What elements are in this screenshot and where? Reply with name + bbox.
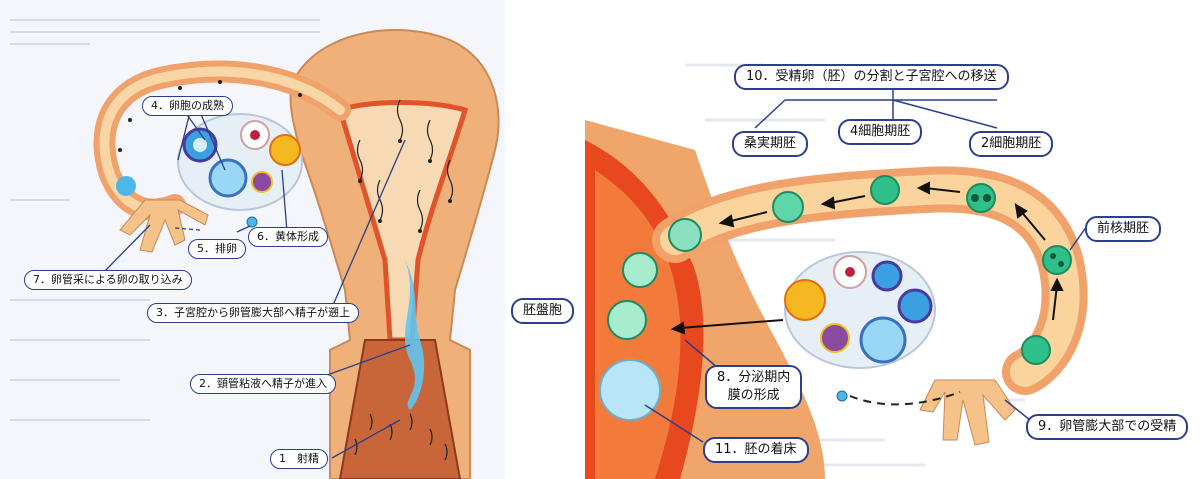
label-implantation: 11．胚の着床	[703, 437, 809, 463]
label-pronuclear: 前核期胚	[1085, 216, 1161, 242]
label-sperm-mucus: 2．頸管粘液へ精子が進入	[190, 374, 336, 394]
label-two-cell: 2細胞期胚	[969, 131, 1053, 157]
label-secretory-endometrium: 8．分泌期内 膜の形成	[705, 365, 802, 409]
label-corpus-luteum: 6．黄体形成	[248, 227, 328, 247]
label-egg-pickup: 7．卵管采による卵の取り込み	[24, 270, 192, 290]
ovulated-egg	[837, 391, 847, 401]
egg-in-tube	[116, 176, 136, 196]
label-four-cell: 4細胞期胚	[838, 119, 922, 145]
fimbriae	[920, 380, 1015, 445]
label-blastocyst: 胚盤胞	[511, 298, 574, 324]
label-ovulation: 5．排卵	[188, 239, 246, 259]
label-follicle-maturation: 4．卵胞の成熟	[142, 96, 233, 116]
label-morula: 桑実期胚	[732, 131, 808, 157]
label-ejaculation: 1 射精	[270, 449, 328, 469]
label-embryo-cleavage: 10．受精卵（胚）の分割と子宮腔への移送	[734, 64, 1009, 90]
left-panel-uterus-diagram: 4．卵胞の成熟 5．排卵 6．黄体形成 7．卵管采による卵の取り込み 3．子宮腔…	[0, 0, 505, 479]
ovulated-egg	[247, 217, 257, 227]
right-panel-fertilization-diagram: 10．受精卵（胚）の分割と子宮腔への移送 桑実期胚 4細胞期胚 2細胞期胚 前核…	[505, 0, 1200, 479]
label-fertilization: 9．卵管膨大部での受精	[1026, 414, 1188, 440]
label-sperm-ascent: 3．子宮腔から卵管膨大部へ精子が遡上	[147, 303, 359, 323]
